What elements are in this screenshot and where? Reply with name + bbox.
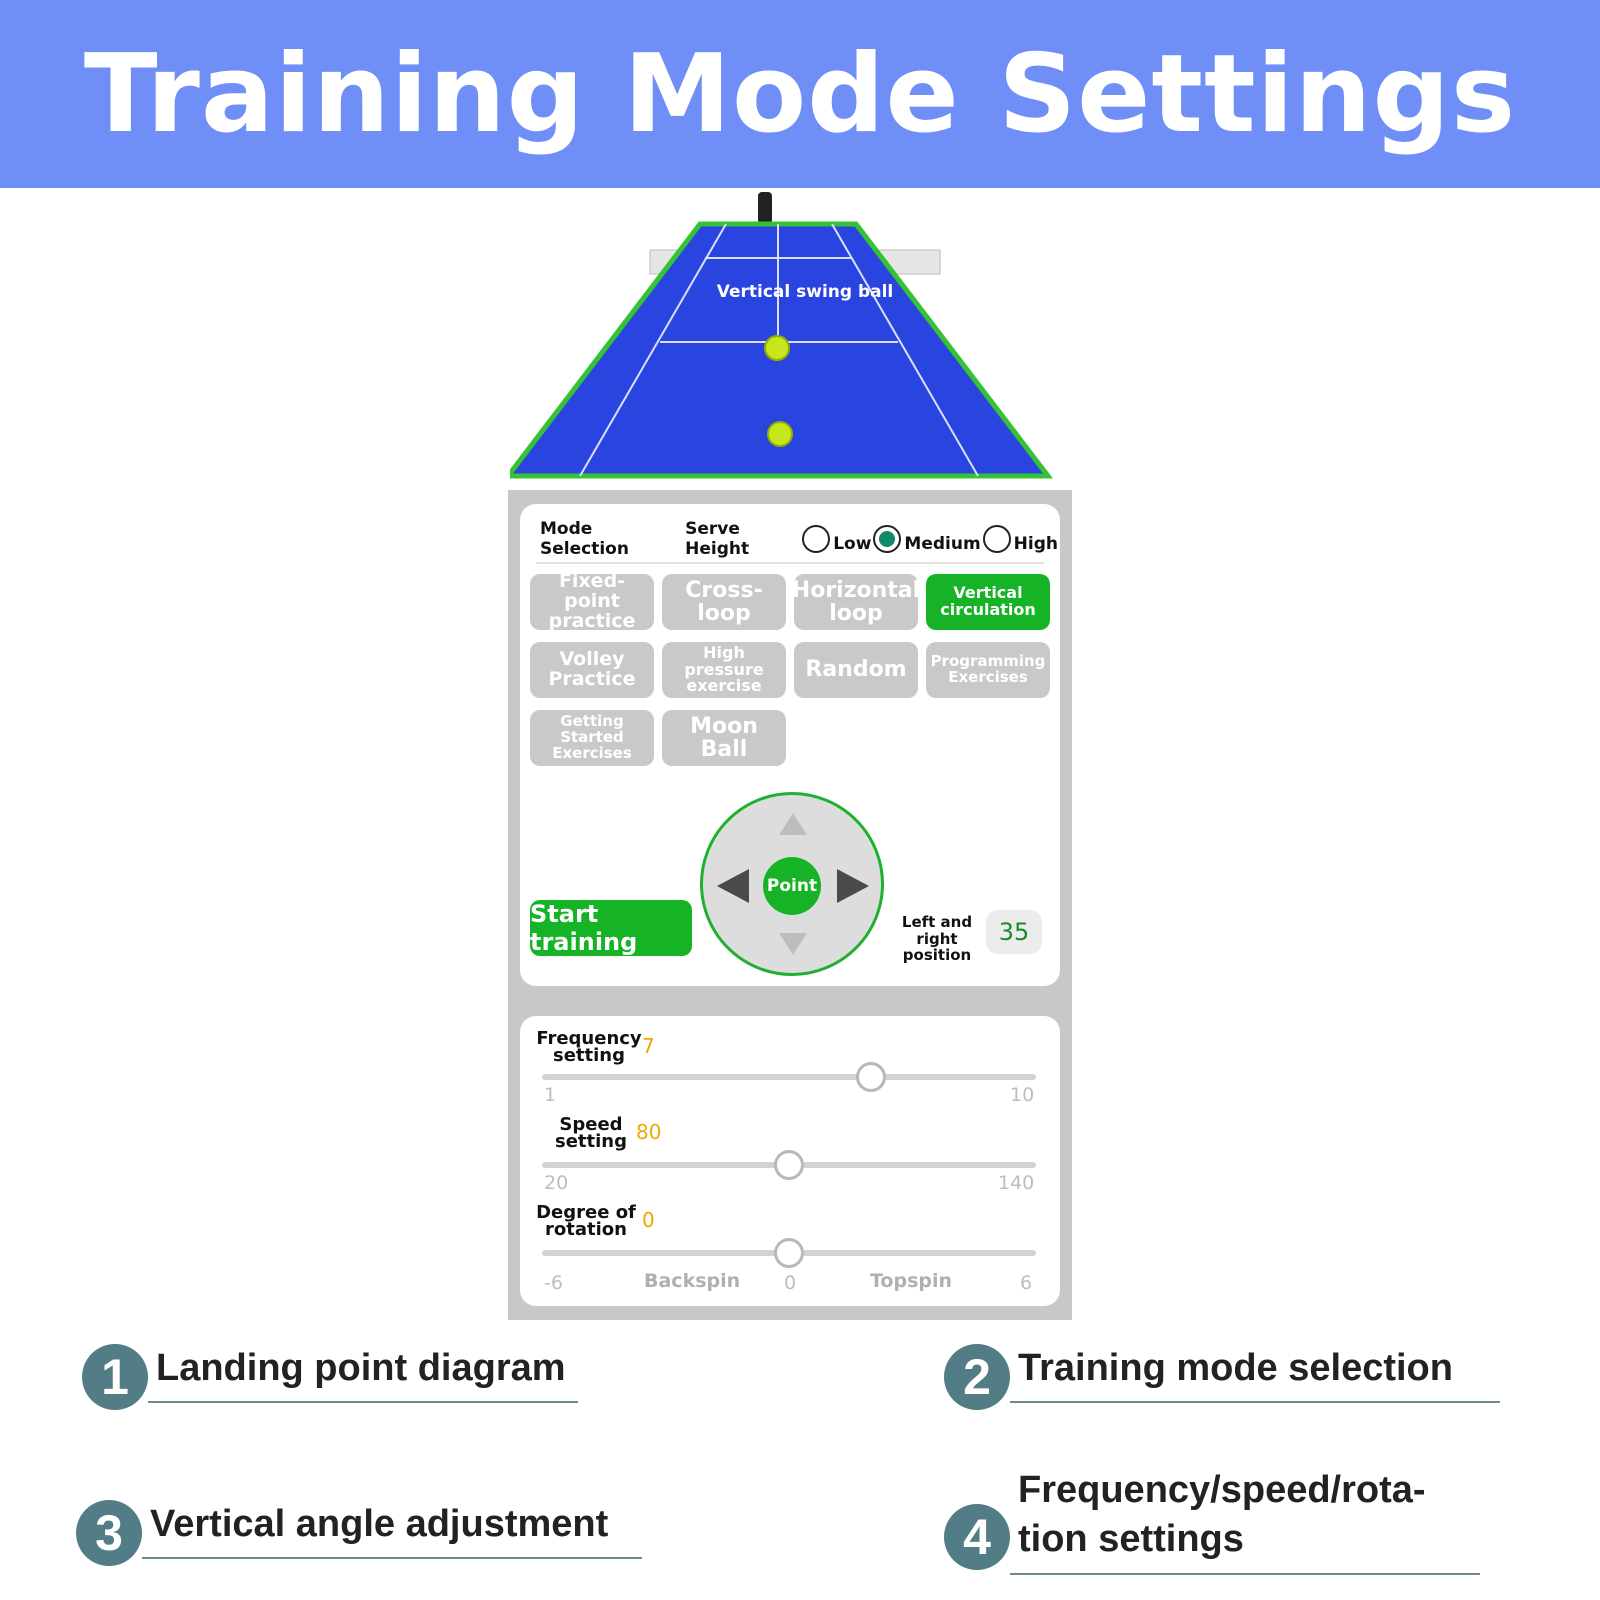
backspin-caption: Backspin (644, 1270, 741, 1292)
legend-item-4: 4 Frequency/speed/rota-tion settings (944, 1466, 1480, 1575)
legend-item-3: 3 Vertical angle adjustment (76, 1500, 642, 1566)
arrow-down-icon[interactable] (779, 933, 807, 955)
title-banner: Training Mode Settings (0, 0, 1600, 188)
rotation-mid: 0 (784, 1272, 797, 1294)
mode-selection-card: Mode Selection Serve Height Low Medium H… (520, 504, 1060, 986)
court-mode-label: Vertical swing ball (716, 282, 894, 302)
rotation-max: 6 (1020, 1272, 1033, 1294)
speed-label: Speed setting (555, 1114, 627, 1153)
ball-machine-icon (758, 192, 772, 224)
number-4-icon: 4 (944, 1504, 1010, 1570)
left-right-position-label: Left and right position (901, 913, 973, 964)
arrow-left-icon[interactable] (717, 869, 749, 903)
legend-item-2: 2 Training mode selection (944, 1344, 1500, 1410)
serve-height-medium[interactable]: Medium (873, 525, 981, 554)
mode-high-pressure-exercise[interactable]: High pressure exercise (662, 642, 786, 698)
ball-icon (767, 421, 793, 447)
mode-fixed-point-practice[interactable]: Fixed-point practice (530, 571, 654, 631)
legend-text-4: Frequency/speed/rota-tion settings (1010, 1466, 1480, 1575)
serve-height-label: Serve Height (685, 519, 750, 559)
speed-max: 140 (998, 1172, 1035, 1194)
mode-selection-label: Mode Selection (540, 519, 629, 559)
frequency-track[interactable] (542, 1074, 1036, 1080)
mode-header: Mode Selection Serve Height Low Medium H… (540, 519, 1060, 559)
frequency-max: 10 (1010, 1084, 1035, 1106)
legend-text-2: Training mode selection (1010, 1344, 1500, 1404)
frequency-slider-block: Frequency setting 7 1 10 (520, 1016, 1060, 1106)
serve-height-low[interactable]: Low (802, 525, 871, 554)
frequency-thumb[interactable] (856, 1062, 887, 1092)
speed-min: 20 (544, 1172, 569, 1194)
radio-icon (982, 525, 1011, 553)
number-2-icon: 2 (944, 1344, 1010, 1410)
rotation-min: -6 (544, 1272, 563, 1294)
rotation-slider-block: Degree of rotation 0 -6 Backspin 0 Topsp… (520, 1194, 1060, 1294)
arrow-up-icon[interactable] (779, 813, 807, 835)
divider (536, 562, 1044, 564)
mode-cross-loop[interactable]: Cross-loop (662, 574, 786, 630)
frequency-label: Frequency setting (536, 1028, 642, 1067)
serve-height-high[interactable]: High (982, 525, 1058, 554)
speed-value: 80 (636, 1120, 662, 1144)
speed-slider-block: Speed setting 80 20 140 (520, 1106, 1060, 1196)
start-training-button[interactable]: Start training (530, 900, 692, 956)
radio-icon (802, 525, 831, 553)
rotation-label: Degree of rotation (536, 1202, 636, 1241)
mode-vertical-circulation[interactable]: Vertical circulation (926, 574, 1050, 630)
left-right-position-value: 35 (986, 910, 1042, 954)
page-title: Training Mode Settings (83, 31, 1517, 157)
mode-moon-ball[interactable]: Moon Ball (662, 710, 786, 766)
mode-volley-practice[interactable]: Volley Practice (530, 642, 654, 698)
frequency-min: 1 (544, 1084, 557, 1106)
speed-thumb[interactable] (774, 1150, 804, 1180)
legend-text-1: Landing point diagram (148, 1344, 578, 1404)
legend-text-3: Vertical angle adjustment (142, 1500, 642, 1560)
settings-card: Frequency setting 7 1 10 Speed setting 8… (520, 1016, 1060, 1306)
ball-icon (764, 335, 790, 361)
app-screen: Mode Selection Serve Height Low Medium H… (508, 490, 1072, 1320)
mode-horizontal-loop[interactable]: Horizontal loop (792, 574, 920, 630)
number-3-icon: 3 (76, 1500, 142, 1566)
number-1-icon: 1 (82, 1344, 148, 1410)
court-graphic (510, 192, 1054, 479)
rotation-value: 0 (642, 1208, 655, 1232)
frequency-value: 7 (642, 1034, 655, 1058)
mode-programming-exercises[interactable]: Programming Exercises (926, 642, 1050, 698)
landing-point-diagram: Vertical swing ball (510, 188, 1074, 488)
mode-random[interactable]: Random (794, 642, 918, 698)
arrow-right-icon[interactable] (837, 869, 869, 903)
legend-item-1: 1 Landing point diagram (82, 1344, 578, 1410)
radio-selected-icon (873, 525, 902, 553)
topspin-caption: Topspin (870, 1270, 953, 1292)
direction-pad: Point (700, 792, 884, 976)
rotation-thumb[interactable] (774, 1238, 804, 1268)
mode-getting-started-exercises[interactable]: Getting Started Exercises (530, 710, 654, 766)
point-button[interactable]: Point (763, 857, 821, 915)
